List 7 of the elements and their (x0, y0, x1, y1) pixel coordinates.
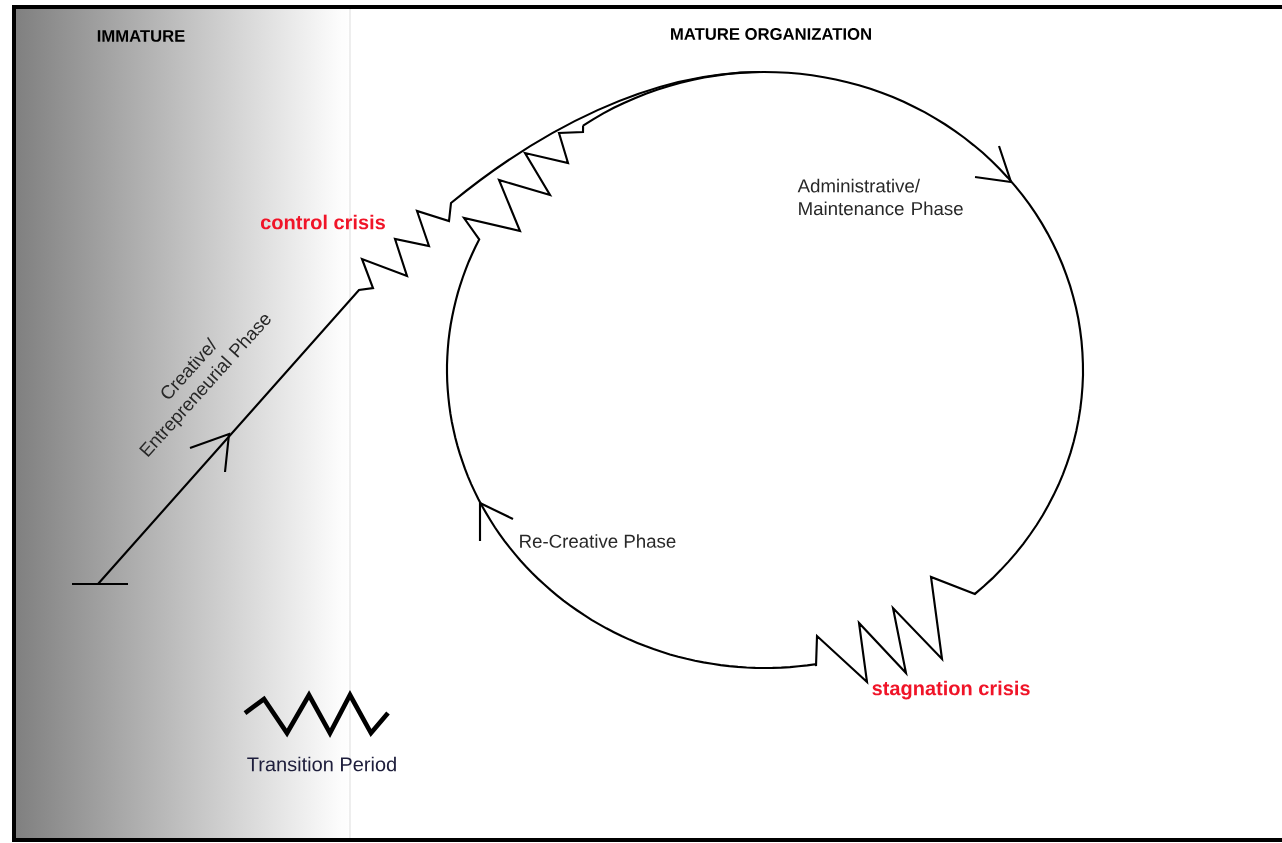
phase-label: Administrative/ Maintenance Phase (797, 178, 963, 216)
crisis-label: control crisis (261, 214, 385, 230)
phase-label: Re-Creative Phase (520, 534, 676, 548)
crisis-label: stagnation crisis (872, 680, 1030, 700)
region-heading: MATURE ORGANIZATION (671, 28, 871, 40)
region-heading: IMMATURE (97, 30, 185, 42)
legend-label: Transition Period (247, 756, 396, 772)
